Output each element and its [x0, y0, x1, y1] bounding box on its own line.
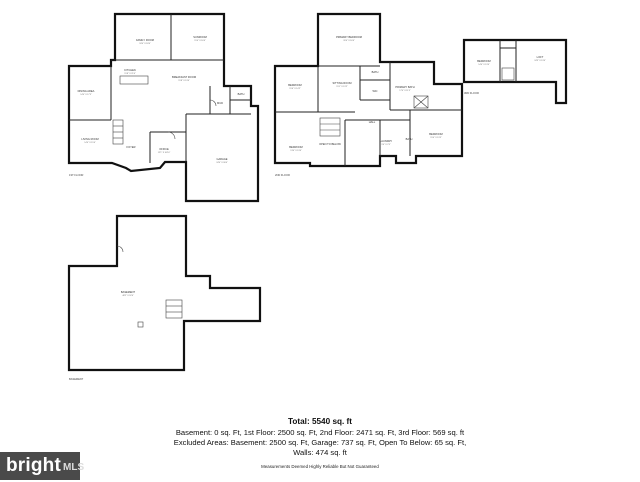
room-sitting-room: SITTING ROOM	[332, 81, 351, 85]
room-third-bedroom: BEDROOM	[477, 59, 490, 63]
room-office: OFFICE	[159, 147, 169, 151]
room-bedroom-1: BEDROOM	[288, 83, 301, 87]
room-bedroom-3: BEDROOM	[429, 132, 442, 136]
measurement-disclaimer: Measurements Deemed Highly Reliable But …	[261, 464, 379, 469]
first-floor-plan: FAMILY ROOM 18'0" X 18'0" SUNROOM 15'0" …	[67, 12, 260, 203]
logo-suffix: MLS	[63, 461, 85, 473]
room-dining-area: DINING AREA	[78, 89, 95, 93]
total-area: Total: 5540 sq. ft	[288, 417, 352, 426]
room-basement: BASEMENT	[121, 290, 136, 294]
room-basement-dim: 48'2" X 52'4"	[122, 295, 134, 297]
tub-mark	[413, 95, 429, 109]
room-bedroom-2: BEDROOM	[289, 145, 302, 149]
room-garage: GARAGE	[216, 157, 227, 161]
room-garage-dim: 24'0" X 30'0"	[216, 162, 228, 164]
room-office-dim: 12'1" X 10'10"	[158, 152, 171, 154]
room-primary-bath-dim: 17'0" X 11'3"	[399, 90, 410, 92]
room-sitting-room-dim: 15'1" X 13'2"	[336, 86, 348, 88]
door-swing	[116, 245, 124, 253]
floor-label-basement: BASEMENT	[69, 377, 84, 381]
third-floor-stairs	[501, 67, 515, 81]
bright-mls-logo: bright MLS	[0, 452, 84, 480]
first-floor-outline	[67, 12, 260, 203]
basement-stairs	[165, 299, 183, 319]
room-primary-bath: PRIMARY BATH	[395, 85, 414, 89]
room-third-bedroom-dim: 14'4" X 13'4"	[478, 64, 490, 66]
second-floor-outline	[273, 12, 464, 168]
room-bedroom-3-dim: 15'4" X 13'5"	[430, 137, 442, 139]
floor-label-first: 1ST FLOOR	[69, 173, 83, 177]
room-kitchen: KITCHEN	[124, 68, 136, 72]
tub	[413, 95, 429, 109]
floor-plans: FAMILY ROOM 18'0" X 18'0" SUNROOM 15'0" …	[67, 12, 568, 381]
room-bath-first: BATH	[238, 92, 245, 96]
room-bedroom-1-dim: 15'6" X 14'2"	[289, 88, 301, 90]
wall-area: Walls: 474 sq. ft	[293, 448, 347, 457]
room-breakfast-room-dim: 15'8" X 13'0"	[178, 80, 190, 82]
third-floor-plan: BEDROOM 14'4" X 13'4" LOFT 24'3" X 13'0"…	[462, 38, 568, 105]
second-floor-stairs	[319, 117, 341, 137]
room-living-room-dim: 14'0" X 15'4"	[84, 142, 96, 144]
room-hall: HALL	[369, 120, 376, 124]
second-floor-plan: PRIMARY BEDROOM 20'4" X 16'4" BEDROOM 15…	[273, 12, 464, 177]
room-primary-bedroom-dim: 20'4" X 16'4"	[343, 40, 355, 42]
room-bath-a: BATH	[372, 70, 379, 74]
basement-outline	[67, 214, 262, 372]
room-bedroom-2-dim: 13'4" X 13'0"	[290, 150, 302, 152]
floor-areas: Basement: 0 sq. Ft, 1st Floor: 2500 sq. …	[175, 428, 465, 437]
door-swing	[209, 99, 217, 107]
room-family-room-dim: 18'0" X 18'0"	[139, 43, 151, 45]
basement-plan: BASEMENT 48'2" X 52'4" BASEMENT	[67, 214, 262, 381]
room-kitchen-dim: 15'8" X 21'4"	[124, 73, 136, 75]
room-laundry-dim: 9'0" X 7'6"	[381, 144, 390, 146]
room-sunroom-dim: 15'0" X 16'0"	[194, 40, 206, 42]
room-bath-b: BATH	[406, 137, 413, 141]
kitchen-island	[119, 75, 149, 85]
room-mudroom: MUD	[217, 101, 223, 105]
room-loft-dim: 24'3" X 13'0"	[534, 60, 546, 62]
area-summary: Total: 5540 sq. ft Basement: 0 sq. Ft, 1…	[0, 416, 640, 472]
room-breakfast-room: BREAKFAST ROOM	[172, 75, 196, 79]
room-dining-area-dim: 14'0" X 17'5"	[80, 94, 92, 96]
room-sunroom: SUNROOM	[193, 35, 207, 39]
room-wic: WIC	[372, 89, 377, 93]
floor-label-third: 3RD FLOOR	[464, 91, 479, 95]
third-floor-outline	[462, 38, 568, 105]
floor-label-second: 2ND FLOOR	[275, 173, 290, 177]
room-foyer: FOYER	[127, 145, 136, 149]
support-column	[137, 321, 144, 328]
room-loft: LOFT	[537, 55, 544, 59]
room-primary-bedroom: PRIMARY BEDROOM	[336, 35, 362, 39]
excluded-areas: Excluded Areas: Basement: 2500 sq. Ft, G…	[173, 438, 467, 447]
door-swing	[167, 131, 176, 140]
logo-word: bright	[6, 455, 62, 476]
room-family-room: FAMILY ROOM	[136, 38, 154, 42]
room-open-to-below: OPEN TO BELOW	[319, 142, 341, 146]
room-laundry: LAUNDRY	[380, 139, 393, 143]
room-living-room: LIVING ROOM	[81, 137, 98, 141]
